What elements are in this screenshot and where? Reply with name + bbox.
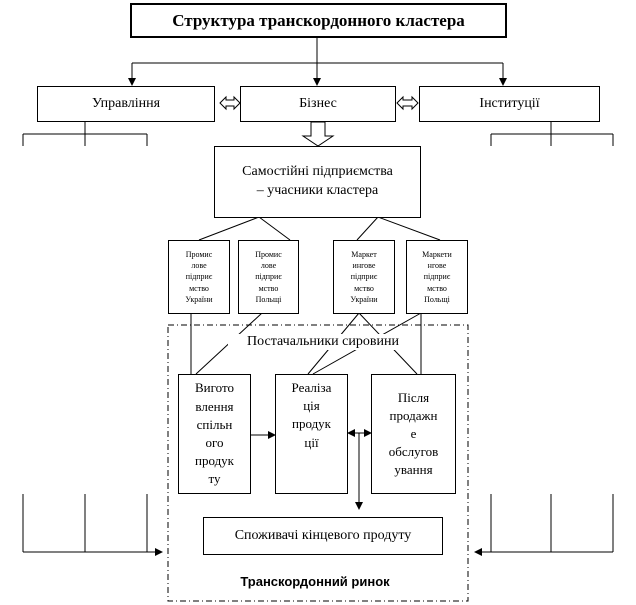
business-box: Бізнес xyxy=(240,86,396,122)
subunit-marketing-poland: Маркети нгове підприє мство Польщі xyxy=(406,240,468,314)
management-box: Управління xyxy=(37,86,215,122)
market-label: Транскордонний ринок xyxy=(240,574,390,589)
suppliers-label: Постачальники сировини xyxy=(228,334,418,350)
aftersales-box: Після продажн е обслугов ування xyxy=(371,374,456,494)
sales-box: Реаліза ція продук ції xyxy=(275,374,348,494)
consumers-box: Споживачі кінцевого продуту xyxy=(203,517,443,555)
subunit-industrial-poland: Промис лове підприє мство Польщі xyxy=(238,240,299,314)
subunit-industrial-ukraine: Промис лове підприє мство України xyxy=(168,240,230,314)
diagram-title: Структура транскордонного кластера xyxy=(130,3,507,38)
subunit-marketing-ukraine: Маркет ингове підприє мство України xyxy=(333,240,395,314)
institutions-box: Інституції xyxy=(419,86,600,122)
production-box: Вигото влення спільн ого продук ту xyxy=(178,374,251,494)
enterprises-box: Самостійні підприємства – учасники класт… xyxy=(214,146,421,218)
